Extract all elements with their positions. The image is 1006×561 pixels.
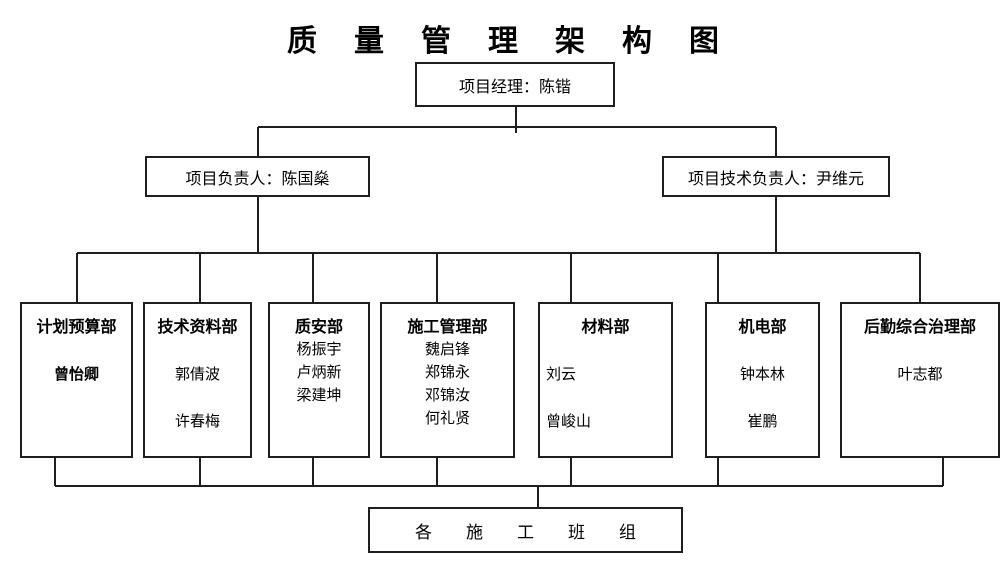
dept-quality-safety: 质安部 杨振宇 卢炳新 梁建坤: [268, 302, 370, 458]
dept-title: 后勤综合治理部: [863, 319, 976, 336]
dept-title: 材料部: [581, 319, 630, 336]
member-name: 叶志都: [897, 366, 943, 383]
member-name: 邓锦汝: [424, 387, 470, 404]
dept-construction-management: 施工管理部 魏启锋 郑锦永 邓锦汝 何礼贤: [380, 302, 515, 458]
project-leader-label: 项目负责人：陈国燊: [185, 170, 330, 188]
dept-materials: 材料部 刘云 曾峻山: [538, 302, 673, 458]
member-name: 崔鹏: [747, 413, 778, 430]
member-name: 魏启锋: [424, 341, 470, 358]
member-name: 曾怡卿: [53, 366, 99, 383]
dept-title: 技术资料部: [157, 319, 238, 336]
tech-leader-label: 项目技术负责人：尹维元: [687, 170, 864, 188]
manager-box: 项目经理：陈锴: [415, 62, 615, 107]
dept-technical-documents: 技术资料部 郭倩波 许春梅: [143, 302, 252, 458]
dept-logistics: 后勤综合治理部 叶志都: [840, 302, 1000, 458]
manager-label: 项目经理：陈锴: [458, 78, 571, 96]
member-name: 卢炳新: [296, 364, 342, 381]
dept-planning-budget: 计划预算部 曾怡卿: [20, 302, 133, 458]
tech-leader-box: 项目技术负责人：尹维元: [662, 156, 890, 197]
page-title: 质量管理架构图: [287, 25, 756, 58]
member-name: 郭倩波: [174, 366, 220, 383]
member-name: 郑锦永: [424, 364, 470, 381]
member-name: 曾峻山: [546, 413, 592, 430]
construction-teams-box: 各施工班组: [368, 507, 683, 553]
project-leader-box: 项目负责人：陈国燊: [145, 156, 370, 197]
member-name: 许春梅: [174, 413, 220, 430]
member-name: 钟本林: [739, 366, 785, 383]
member-name: 何礼贤: [424, 410, 470, 427]
dept-title: 机电部: [738, 319, 787, 336]
member-name: 杨振宇: [296, 341, 342, 358]
construction-teams-label: 各施工班组: [415, 522, 670, 542]
dept-title: 施工管理部: [407, 319, 488, 336]
member-name: 梁建坤: [296, 387, 342, 404]
dept-mechanical-electrical: 机电部 钟本林 崔鹏: [705, 302, 820, 458]
dept-title: 质安部: [294, 319, 343, 336]
dept-title: 计划预算部: [36, 319, 117, 336]
member-name: 刘云: [546, 366, 577, 383]
